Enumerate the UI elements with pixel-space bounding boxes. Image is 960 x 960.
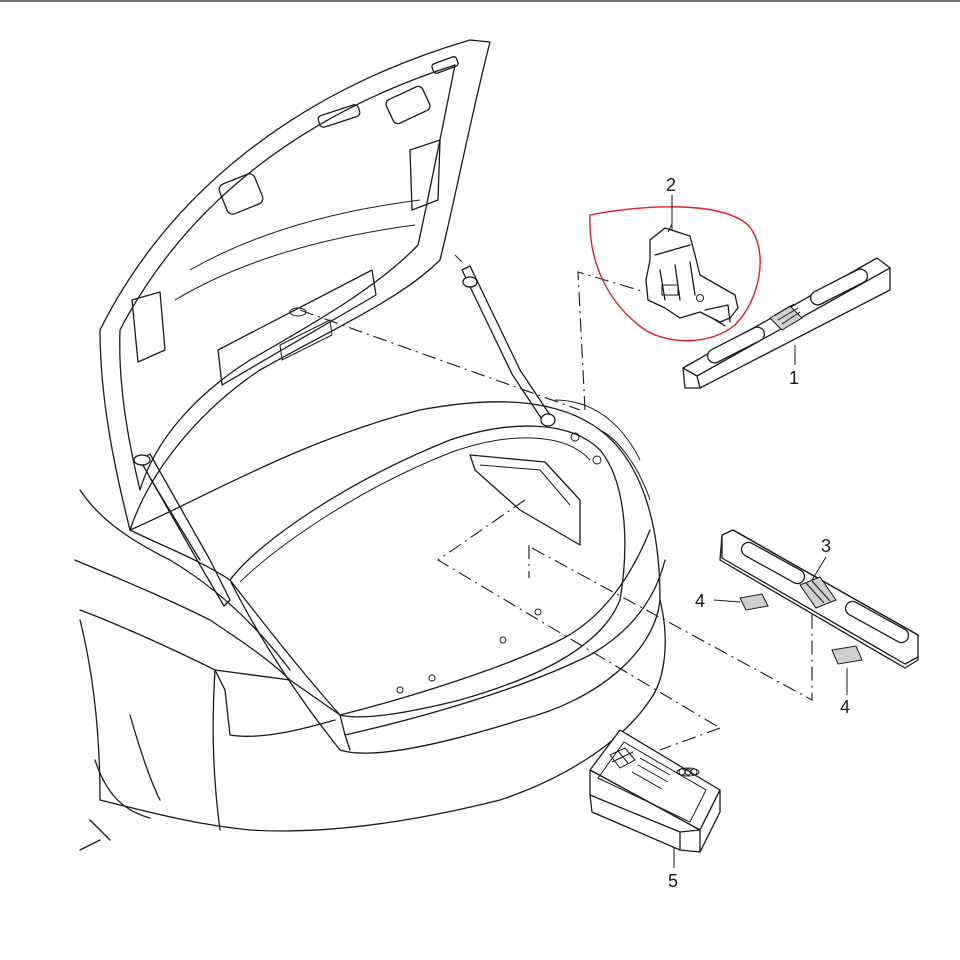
callout-3: 3 bbox=[821, 536, 831, 556]
callout-2: 2 bbox=[666, 175, 676, 195]
callout-leaders bbox=[671, 195, 848, 868]
callout-1: 1 bbox=[789, 368, 799, 388]
part-4-pad-right bbox=[831, 645, 863, 665]
part-2-bracket bbox=[645, 223, 739, 327]
part-5-first-aid-kit bbox=[589, 729, 721, 853]
highlight-ring bbox=[589, 206, 761, 342]
car-rear-body bbox=[74, 39, 666, 851]
part-4-pad-left bbox=[739, 593, 769, 611]
callout-4-left: 4 bbox=[695, 591, 705, 611]
part-1-holder bbox=[682, 257, 891, 389]
callout-4-right: 4 bbox=[840, 697, 850, 717]
leader-lines bbox=[299, 271, 813, 751]
callout-5: 5 bbox=[668, 871, 678, 891]
part-3-holder bbox=[719, 529, 919, 669]
